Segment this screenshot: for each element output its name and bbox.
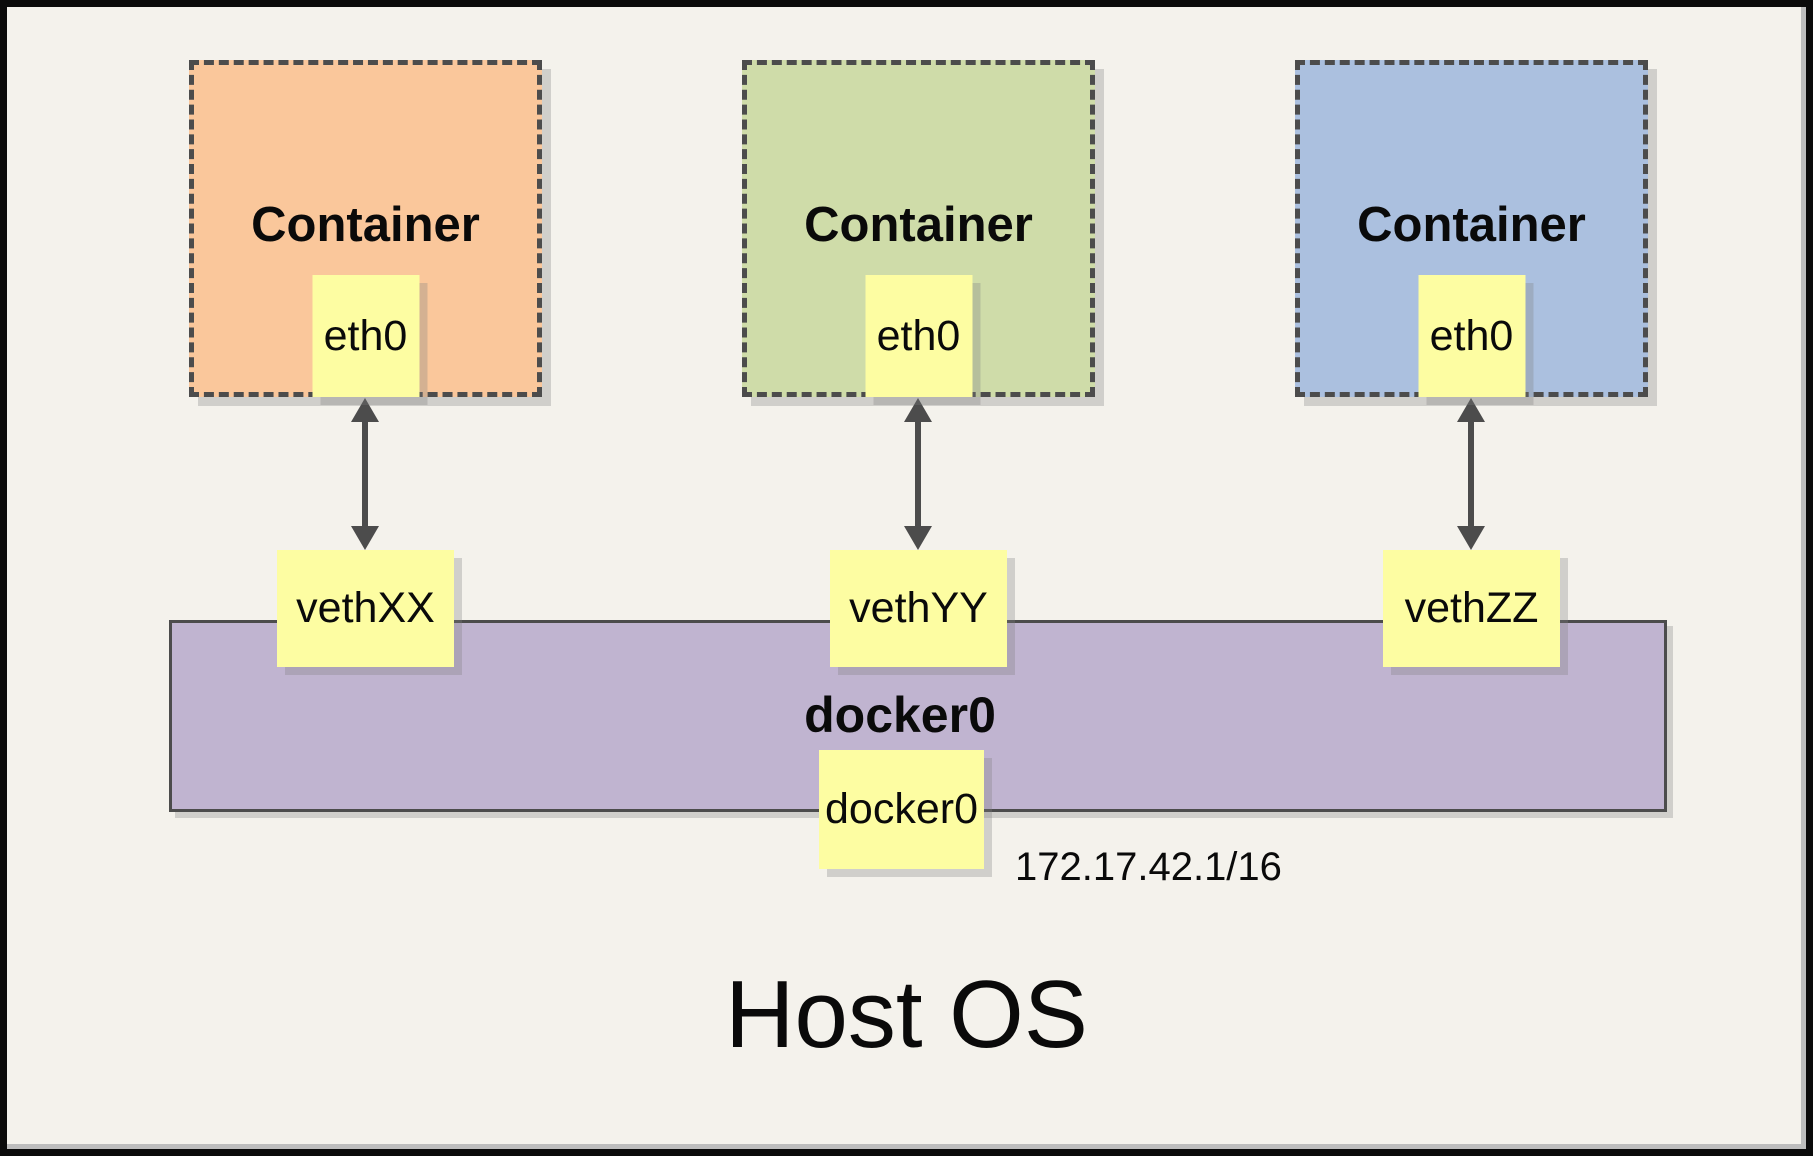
container-1-label: Container bbox=[251, 198, 480, 252]
container-2-eth0-interface: eth0 bbox=[865, 275, 972, 397]
docker0-interface: docker0 bbox=[819, 750, 984, 869]
container-1-eth0-label: eth0 bbox=[323, 311, 408, 360]
container-3-veth-arrow bbox=[1457, 398, 1485, 550]
container-1-eth0-interface: eth0 bbox=[312, 275, 419, 397]
veth-1-label: vethXX bbox=[296, 584, 435, 632]
container-box-3: Container eth0 bbox=[1295, 60, 1648, 397]
veth-interface-2: vethYY bbox=[830, 550, 1007, 667]
double-arrow-icon bbox=[904, 398, 932, 550]
container-3-eth0-interface: eth0 bbox=[1418, 275, 1525, 397]
veth-interface-1: vethXX bbox=[277, 550, 454, 667]
container-2-label: Container bbox=[804, 198, 1033, 252]
veth-3-label: vethZZ bbox=[1404, 584, 1539, 632]
docker0-bridge-label: docker0 bbox=[804, 687, 996, 743]
veth-2-label: vethYY bbox=[849, 584, 988, 632]
host-os-label: Host OS bbox=[725, 961, 1088, 1068]
docker0-interface-label: docker0 bbox=[825, 785, 978, 833]
container-2-eth0-label: eth0 bbox=[876, 311, 961, 360]
double-arrow-icon bbox=[1457, 398, 1485, 550]
container-3-eth0-label: eth0 bbox=[1429, 311, 1514, 360]
container-3-label: Container bbox=[1357, 198, 1586, 252]
docker0-ip-address: 172.17.42.1/16 bbox=[1015, 845, 1282, 889]
container-1-veth-arrow bbox=[351, 398, 379, 550]
container-box-2: Container eth0 bbox=[742, 60, 1095, 397]
container-box-1: Container eth0 bbox=[189, 60, 542, 397]
veth-interface-3: vethZZ bbox=[1383, 550, 1560, 667]
double-arrow-icon bbox=[351, 398, 379, 550]
container-2-veth-arrow bbox=[904, 398, 932, 550]
